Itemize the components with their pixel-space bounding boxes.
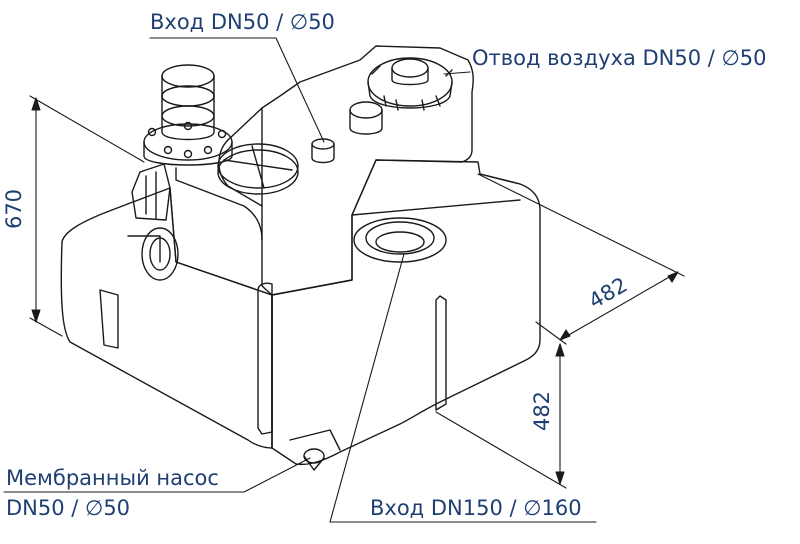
inlet-large-inner — [365, 221, 435, 255]
inspection-cover-cross — [223, 145, 293, 189]
vent-cap-base — [367, 57, 453, 107]
pump-flange-side — [143, 141, 233, 166]
inlet-large-core — [375, 231, 425, 253]
tank-right-body — [271, 159, 541, 466]
pump-flange-lower-inner — [149, 237, 171, 271]
inspection-cover — [217, 143, 299, 189]
inlet-large-outer — [353, 217, 447, 263]
inlet-small-stub — [311, 143, 335, 164]
tank-right-top-edge — [351, 173, 521, 216]
pump-column — [161, 75, 215, 141]
label-inlet-small: Вход DN50 / ∅50 — [150, 10, 335, 34]
label-membrane-pump-2: DN50 / ∅50 — [6, 496, 131, 520]
pump-housing-fin — [145, 171, 157, 219]
tank-upper-front-edge — [227, 107, 263, 241]
pump-top-cap — [161, 64, 215, 88]
vent-cap-ribs — [371, 65, 453, 111]
label-membrane-pump-1: Мембранный насос — [6, 466, 219, 490]
air-vent-ring-top — [349, 101, 383, 119]
pump-flange-lower — [141, 227, 179, 281]
tank-right-rib-1 — [435, 295, 447, 411]
label-inlet-large: Вход DN150 / ∅160 — [370, 496, 582, 520]
vent-cap-top — [391, 58, 429, 78]
dimension-height: 670 — [2, 188, 27, 230]
vent-cap-side — [367, 81, 453, 109]
tank-upper-body — [169, 45, 474, 449]
tank-left-step — [127, 235, 161, 263]
membrane-outlet-body — [303, 455, 325, 471]
dimension-side-height: 482 — [530, 390, 555, 432]
tank-left-inner — [99, 289, 119, 349]
leader-lines — [3, 37, 597, 523]
pump-band — [161, 105, 215, 127]
label-air-vent: Отвод воздуха DN50 / ∅50 — [472, 46, 767, 70]
air-vent-stub — [349, 109, 383, 135]
dimension-lines — [29, 95, 685, 489]
tank-left-body — [60, 187, 273, 449]
pump-housing — [131, 163, 171, 221]
vent-cap-neck — [391, 67, 429, 86]
tank-right-lower-curve — [289, 429, 341, 451]
flange-bolts — [147, 121, 227, 159]
tank-right-rib-2 — [257, 282, 273, 435]
inspection-cover-ring — [217, 149, 299, 195]
pump-collar — [161, 85, 215, 107]
